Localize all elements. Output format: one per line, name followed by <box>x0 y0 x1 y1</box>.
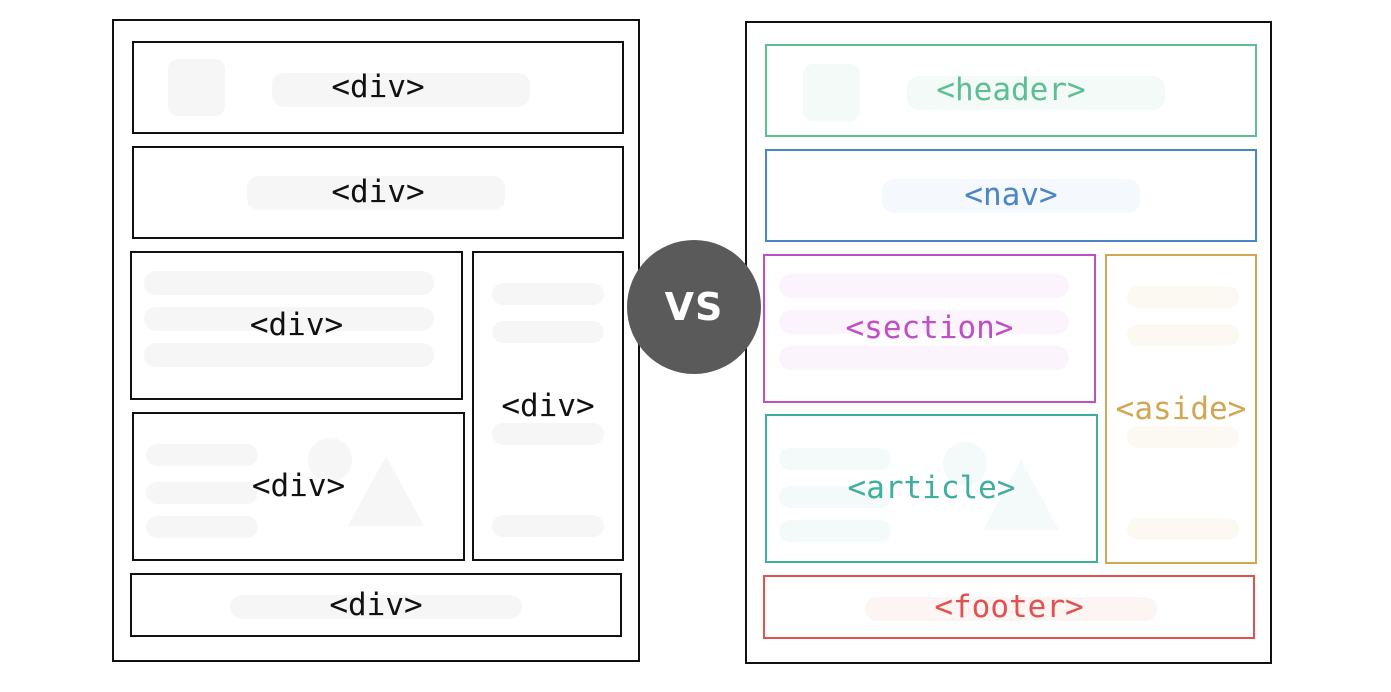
placeholder-line <box>144 271 434 295</box>
placeholder-line <box>1127 286 1239 308</box>
left-nav-box: <div> <box>132 146 624 239</box>
placeholder-line <box>779 486 891 508</box>
placeholder-line <box>779 274 1069 298</box>
placeholder-line <box>1127 518 1239 540</box>
placeholder-text <box>865 597 1157 621</box>
placeholder-line <box>779 448 891 470</box>
placeholder-text <box>272 73 530 107</box>
right-footer-label: <footer> <box>934 588 1084 625</box>
placeholder-line <box>779 310 1069 334</box>
placeholder-line <box>146 516 258 538</box>
right-nav-box: <nav> <box>765 149 1257 242</box>
right-article-box: <article> <box>765 414 1098 563</box>
left-article-box: <div> <box>132 412 465 561</box>
left-aside-box: <div> <box>472 251 624 561</box>
placeholder-line <box>146 482 258 504</box>
placeholder-line <box>1127 324 1239 346</box>
placeholder-logo <box>803 64 860 121</box>
placeholder-text <box>230 595 522 619</box>
placeholder-logo <box>168 59 225 116</box>
placeholder-line <box>144 343 434 367</box>
placeholder-text <box>247 176 505 210</box>
placeholder-circle <box>308 438 352 482</box>
left-section-label: <div> <box>249 307 344 343</box>
placeholder-line <box>779 346 1069 370</box>
placeholder-line <box>146 444 258 466</box>
vs-label: VS <box>664 285 724 329</box>
placeholder-circle <box>943 442 987 486</box>
placeholder-line <box>1127 426 1239 448</box>
left-section-box: <div> <box>130 251 463 400</box>
right-footer-box: <footer> <box>763 575 1255 639</box>
placeholder-triangle <box>348 456 424 526</box>
left-footer-box: <div> <box>130 573 622 637</box>
placeholder-text <box>882 179 1140 213</box>
right-header-label: <header> <box>936 72 1086 108</box>
right-aside-label: <aside> <box>1115 390 1247 427</box>
right-aside-box: <aside> <box>1105 254 1257 564</box>
right-nav-label: <nav> <box>964 177 1058 213</box>
left-nav-label: <div> <box>331 174 425 210</box>
placeholder-text <box>907 76 1165 110</box>
placeholder-line <box>144 307 434 331</box>
right-article-label: <article> <box>847 470 1016 506</box>
placeholder-triangle <box>983 460 1059 530</box>
left-article-label: <div> <box>251 468 346 504</box>
placeholder-line <box>492 423 604 445</box>
vs-badge: VS <box>627 240 761 374</box>
left-header-box: <div> <box>132 41 624 134</box>
placeholder-line <box>492 515 604 537</box>
right-header-box: <header> <box>765 44 1257 137</box>
left-aside-label: <div> <box>501 387 595 424</box>
right-section-box: <section> <box>763 254 1096 403</box>
placeholder-line <box>492 283 604 305</box>
placeholder-line <box>492 321 604 343</box>
left-header-label: <div> <box>331 69 425 105</box>
right-section-label: <section> <box>845 310 1014 346</box>
placeholder-line <box>779 520 891 542</box>
left-footer-label: <div> <box>329 586 423 623</box>
